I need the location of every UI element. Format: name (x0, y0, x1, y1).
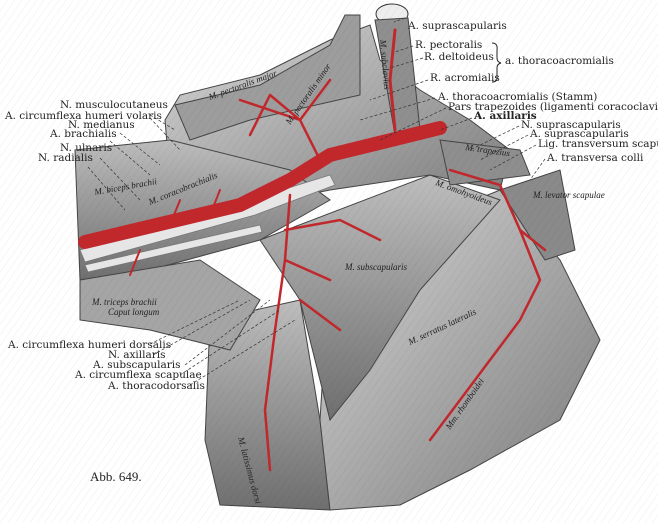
label-a-suprascapularis-top: A. suprascapularis (407, 20, 507, 32)
label-n-musculocutaneus: N. musculocutaneus (60, 99, 168, 111)
artery-brachialis-branches (129, 189, 221, 276)
label-n-suprascapularis: N. suprascapularis (521, 119, 621, 131)
artery-suprascapularis (388, 28, 397, 132)
labels-bottom: A. circumflexa humeri dorsalis N. axilla… (7, 339, 205, 392)
muscle-label-subscapularis: M. subscapularis (344, 262, 408, 272)
label-a-thoracoacromialis: a. thoracoacromialis (505, 55, 614, 67)
label-r-pectoralis: R. pectoralis (415, 39, 482, 51)
label-r-acromialis: R. acromialis (430, 72, 500, 84)
label-n-ulnaris: N. ulnaris (60, 142, 112, 154)
figure-caption: Abb. 649. (90, 469, 142, 484)
labels-right: A. suprascapularis R. pectoralis R. delt… (407, 20, 658, 164)
label-a-axillaris: A. axillaris (473, 110, 537, 122)
artery-transversa-colli (428, 168, 547, 442)
label-n-axillaris: N. axillaris (108, 349, 165, 361)
arteries (78, 28, 547, 472)
muscle-label-triceps: M. triceps brachii (91, 297, 157, 307)
label-a-suprascapularis: A. suprascapularis (529, 128, 629, 140)
label-pars-trapezoides: Pars trapezoides (ligamenti coracoclavic… (448, 101, 658, 113)
brace-icon (491, 42, 502, 83)
label-r-deltoideus: R. deltoideus (424, 51, 494, 63)
muscle-label-subclavius: M. subclavius (378, 38, 392, 90)
label-a-brachialis: A. brachialis (49, 128, 117, 140)
leader-lines (87, 17, 546, 386)
nerve-radialis (84, 224, 263, 273)
muscle-label-levator: M. levator scapulae (532, 190, 605, 200)
label-a-thoracodorsalis: A. thoracodorsalis (107, 380, 205, 392)
muscle-label-triceps-caput: Caput longum (108, 307, 160, 317)
artery-axillaris (78, 121, 447, 249)
label-n-medianus: N. medianus (68, 119, 135, 131)
artery-thoracoacromialis (238, 78, 332, 162)
label-a-subscapularis: A. subscapularis (92, 359, 181, 371)
label-lig-transversum: Lig. transversum scapulae (538, 138, 658, 150)
label-a-circumflexa-scapulae: A. circumflexa scapulae (74, 369, 202, 381)
label-a-transversa-colli: A. transversa colli (546, 152, 644, 164)
label-n-radialis: N. radialis (38, 152, 93, 164)
label-a-circumflexa-dorsalis: A. circumflexa humeri dorsalis (7, 339, 171, 351)
labels-left: N. musculocutaneus A. circumflexa humeri… (4, 99, 168, 164)
artery-subscapularis (263, 193, 382, 472)
label-a-circumflexa-volaris: A. circumflexa humeri volaris (4, 110, 162, 122)
label-a-thoracoacromialis-stamm: A. thoracoacromialis (Stamm) (437, 91, 597, 103)
